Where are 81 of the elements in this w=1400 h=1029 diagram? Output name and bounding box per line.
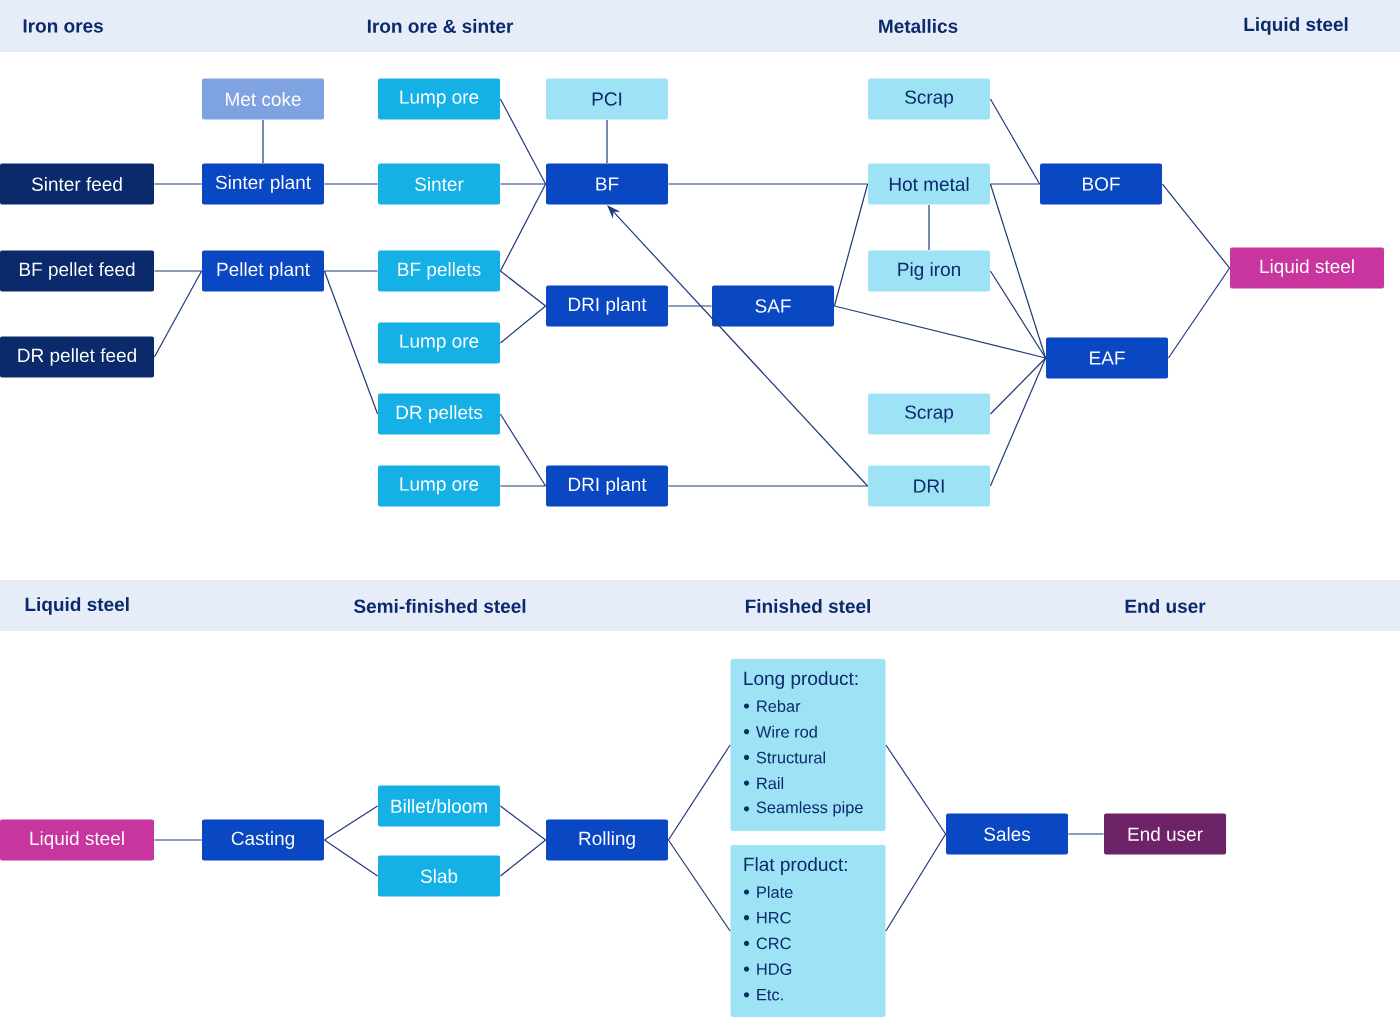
connector-line xyxy=(499,183,547,272)
connector-line xyxy=(606,119,608,164)
process-box: Scrap xyxy=(868,78,990,120)
connector-line xyxy=(499,839,547,877)
connector-line xyxy=(323,270,379,272)
process-box: Sinter plant xyxy=(202,163,324,205)
connector-line xyxy=(323,183,379,185)
column-heading: Semi-finished steel xyxy=(353,599,526,613)
connector-line xyxy=(885,744,947,835)
connector-line xyxy=(833,305,1047,359)
connector-line xyxy=(1067,833,1105,835)
connector-line xyxy=(989,270,1047,359)
column-heading: End user xyxy=(1125,599,1206,613)
process-box: SAF xyxy=(712,285,834,327)
process-box: EAF xyxy=(1046,337,1168,379)
process-box: Pig iron xyxy=(868,250,990,292)
connector-line xyxy=(989,357,1047,415)
process-box: DRI plant xyxy=(546,285,668,327)
connector-line xyxy=(499,98,547,185)
process-box: Lump ore xyxy=(378,465,500,507)
column-heading: Liquid steel xyxy=(1244,17,1348,35)
product-box: Long product: Rebar Wire rod Structural Rail Seamless pipe xyxy=(730,659,886,831)
connector-line xyxy=(499,413,547,487)
connector-line xyxy=(989,183,1047,359)
connector-line xyxy=(153,183,203,185)
process-box: DRI plant xyxy=(546,465,668,507)
process-box: Met coke xyxy=(202,78,324,120)
process-box: DRI xyxy=(868,465,990,507)
connector-line xyxy=(667,839,731,932)
process-box: BF xyxy=(546,163,668,205)
process-box: BOF xyxy=(1040,163,1162,205)
connector-line xyxy=(928,204,930,251)
connector-line xyxy=(989,98,1041,185)
process-box: Rolling xyxy=(546,819,668,861)
product-box: Flat product: Plate HRC CRC HDG Etc. xyxy=(730,845,886,1017)
connector-line xyxy=(989,183,1041,185)
connector-line xyxy=(499,270,547,307)
process-box: Liquid steel xyxy=(1230,247,1384,289)
connector-line xyxy=(262,119,264,164)
column-heading: Iron ore & sinter xyxy=(367,19,514,33)
process-box: Lump ore xyxy=(378,78,500,120)
connector-line xyxy=(499,305,547,344)
connector-line xyxy=(323,839,379,877)
column-heading: Metallics xyxy=(879,19,958,33)
connector-line xyxy=(323,805,379,841)
connector-line xyxy=(667,485,869,487)
connector-line xyxy=(833,183,869,307)
process-box: Scrap xyxy=(868,393,990,435)
connector-line xyxy=(499,805,547,841)
process-box: Slab xyxy=(378,855,500,897)
column-heading: Liquid steel xyxy=(25,597,129,615)
process-box: Hot metal xyxy=(868,163,990,205)
connector-line xyxy=(323,270,379,415)
connector-line xyxy=(153,839,203,841)
process-box: Lump ore xyxy=(378,322,500,364)
process-box: Pellet plant xyxy=(202,250,324,292)
connector-line xyxy=(153,270,203,272)
process-box: BF pellet feed xyxy=(0,250,154,292)
connector-line xyxy=(499,183,547,185)
process-box: Sales xyxy=(946,813,1068,855)
connector-line xyxy=(1167,267,1231,359)
connector-line xyxy=(667,744,731,841)
process-box: DR pellet feed xyxy=(0,336,154,378)
process-box: DR pellets xyxy=(378,393,500,435)
connector-line xyxy=(885,833,947,932)
process-box: Casting xyxy=(202,819,324,861)
connector-line xyxy=(667,305,713,307)
connector-line xyxy=(989,357,1047,487)
process-box: Sinter xyxy=(378,163,500,205)
process-box: End user xyxy=(1104,813,1226,855)
process-box: BF pellets xyxy=(378,250,500,292)
column-heading: Finished steel xyxy=(745,599,870,613)
process-box: Billet/bloom xyxy=(378,785,500,827)
connector-line xyxy=(1161,183,1231,269)
connector-line xyxy=(153,270,203,358)
process-box: PCI xyxy=(546,78,668,120)
connector-line xyxy=(667,183,869,185)
connector-line xyxy=(499,485,547,487)
process-box: Sinter feed xyxy=(0,163,154,205)
column-heading: Iron ores xyxy=(23,19,103,33)
process-box: Liquid steel xyxy=(0,819,154,861)
